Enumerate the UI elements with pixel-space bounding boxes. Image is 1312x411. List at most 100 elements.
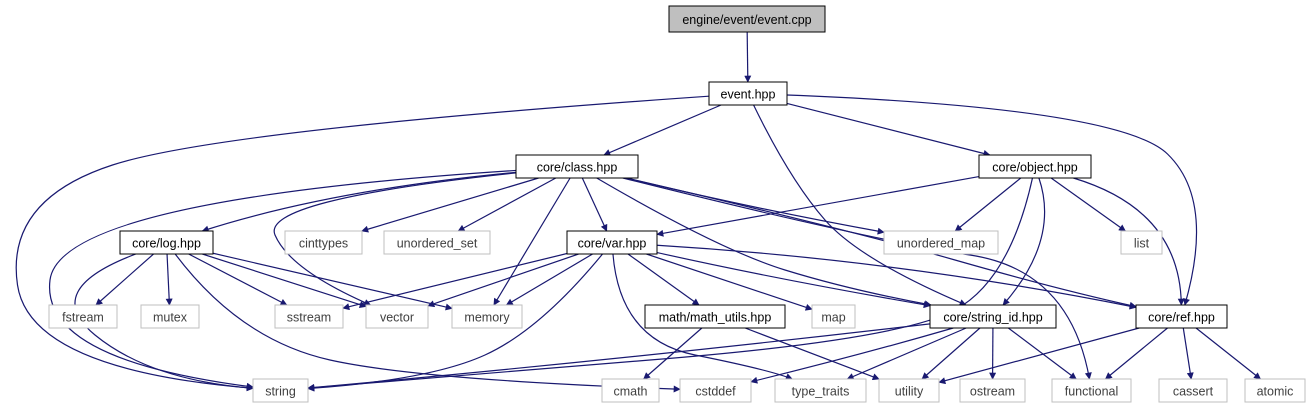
node-label: memory xyxy=(464,311,510,325)
node-math-utils[interactable]: math/math_utils.hpp xyxy=(644,304,786,329)
node-label: core/class.hpp xyxy=(537,161,618,175)
edge-math_utils-to-cmath xyxy=(643,327,703,380)
node-event-hpp[interactable]: event.hpp xyxy=(708,81,788,106)
node-label: core/ref.hpp xyxy=(1148,311,1215,325)
node-string: string xyxy=(252,378,309,403)
edge-var_hpp-to-sstream xyxy=(342,252,568,311)
node-label: cmath xyxy=(613,385,647,399)
node-box xyxy=(284,230,363,255)
node-box xyxy=(668,5,826,33)
node-functional: functional xyxy=(1051,378,1132,403)
edge-log_hpp-to-sstream xyxy=(188,253,288,306)
node-box xyxy=(383,230,491,255)
node-box xyxy=(811,304,856,329)
node-label: core/object.hpp xyxy=(992,161,1078,175)
node-box xyxy=(878,378,940,403)
node-box xyxy=(1158,378,1228,403)
node-label: core/log.hpp xyxy=(132,237,201,251)
edge-class_hpp-to-unordered_set xyxy=(457,177,557,232)
node-memory: memory xyxy=(451,304,523,329)
node-list: list xyxy=(1120,230,1163,255)
edge-event_hpp-to-ref_hpp xyxy=(786,94,1198,306)
node-box xyxy=(978,154,1092,179)
edge-math_utils-to-utility xyxy=(744,327,880,381)
edge-object_hpp-to-string xyxy=(307,177,1034,392)
edge-class_hpp-to-memory xyxy=(493,177,571,306)
edge-string_id-to-cstddef xyxy=(750,327,954,384)
edge-string_id-to-utility xyxy=(921,327,981,380)
node-map: map xyxy=(811,304,856,329)
node-label: unordered_set xyxy=(397,237,478,251)
node-box xyxy=(252,378,309,403)
edge-root-to-event_hpp xyxy=(744,31,752,83)
node-log-hpp[interactable]: core/log.hpp xyxy=(119,230,214,255)
node-label: core/var.hpp xyxy=(578,237,647,251)
node-box xyxy=(1051,378,1132,403)
edge-log_hpp-to-string xyxy=(74,253,254,392)
node-ref-hpp[interactable]: core/ref.hpp xyxy=(1135,304,1228,329)
node-unordered-map: unordered_map xyxy=(883,230,999,255)
node-utility: utility xyxy=(878,378,940,403)
node-cstddef: cstddef xyxy=(679,378,752,403)
edge-class_hpp-to-var_hpp xyxy=(581,177,608,232)
node-cinttypes: cinttypes xyxy=(284,230,363,255)
edge-class_hpp-to-cinttypes xyxy=(361,177,539,233)
node-label: sstream xyxy=(287,311,331,325)
node-fstream: fstream xyxy=(48,304,118,329)
node-label: utility xyxy=(895,385,924,399)
node-box xyxy=(959,378,1026,403)
node-object-hpp[interactable]: core/object.hpp xyxy=(978,154,1092,179)
node-box xyxy=(601,378,660,403)
node-box xyxy=(774,378,867,403)
node-box xyxy=(48,304,118,329)
node-label: functional xyxy=(1065,385,1119,399)
node-box xyxy=(365,304,429,329)
node-label: cinttypes xyxy=(299,237,348,251)
node-box xyxy=(274,304,344,329)
edge-event_hpp-to-string xyxy=(15,95,710,392)
node-box xyxy=(679,378,752,403)
edge-layer xyxy=(15,31,1262,393)
node-var-hpp[interactable]: core/var.hpp xyxy=(566,230,658,255)
node-label: event.hpp xyxy=(721,88,776,102)
node-root[interactable]: engine/event/event.cpp xyxy=(668,5,826,33)
node-label: unordered_map xyxy=(897,237,985,251)
node-label: fstream xyxy=(62,311,104,325)
edge-event_hpp-to-object_hpp xyxy=(786,102,991,157)
node-cmath: cmath xyxy=(601,378,660,403)
edge-object_hpp-to-var_hpp xyxy=(656,175,980,237)
node-string-id[interactable]: core/string_id.hpp xyxy=(929,304,1057,329)
edge-var_hpp-to-type_traits xyxy=(612,253,793,380)
node-label: cassert xyxy=(1173,385,1214,399)
node-label: mutex xyxy=(153,311,188,325)
node-cassert: cassert xyxy=(1158,378,1228,403)
node-box xyxy=(1244,378,1306,403)
edge-var_hpp-to-ref_hpp xyxy=(656,244,1137,310)
node-box xyxy=(140,304,200,329)
edge-class_hpp-to-log_hpp xyxy=(201,171,517,233)
node-label: ostream xyxy=(970,385,1015,399)
node-class-hpp[interactable]: core/class.hpp xyxy=(515,154,639,179)
edge-object_hpp-to-string_id xyxy=(1002,177,1046,306)
edge-object_hpp-to-list xyxy=(1050,177,1126,232)
node-box xyxy=(708,81,788,106)
edge-log_hpp-to-fstream xyxy=(95,253,154,306)
node-box xyxy=(451,304,523,329)
node-label: list xyxy=(1134,237,1150,251)
edge-log_hpp-to-mutex xyxy=(165,253,173,306)
node-label: math/math_utils.hpp xyxy=(659,311,772,325)
edge-string_id-to-string xyxy=(307,323,931,391)
node-unordered-set: unordered_set xyxy=(383,230,491,255)
edge-class_hpp-to-string xyxy=(48,169,517,390)
node-label: vector xyxy=(380,311,414,325)
node-ostream: ostream xyxy=(959,378,1026,403)
node-box xyxy=(515,154,639,179)
node-layer: engine/event/event.cpp event.hpp core/clas… xyxy=(48,5,1306,403)
edge-string_id-to-type_traits xyxy=(846,327,967,380)
node-box xyxy=(119,230,214,255)
edge-ref_hpp-to-utility xyxy=(938,327,1140,385)
node-label: type_traits xyxy=(792,385,850,399)
node-mutex: mutex xyxy=(140,304,200,329)
edge-log_hpp-to-memory xyxy=(212,252,453,311)
node-label: engine/event/event.cpp xyxy=(682,13,811,27)
